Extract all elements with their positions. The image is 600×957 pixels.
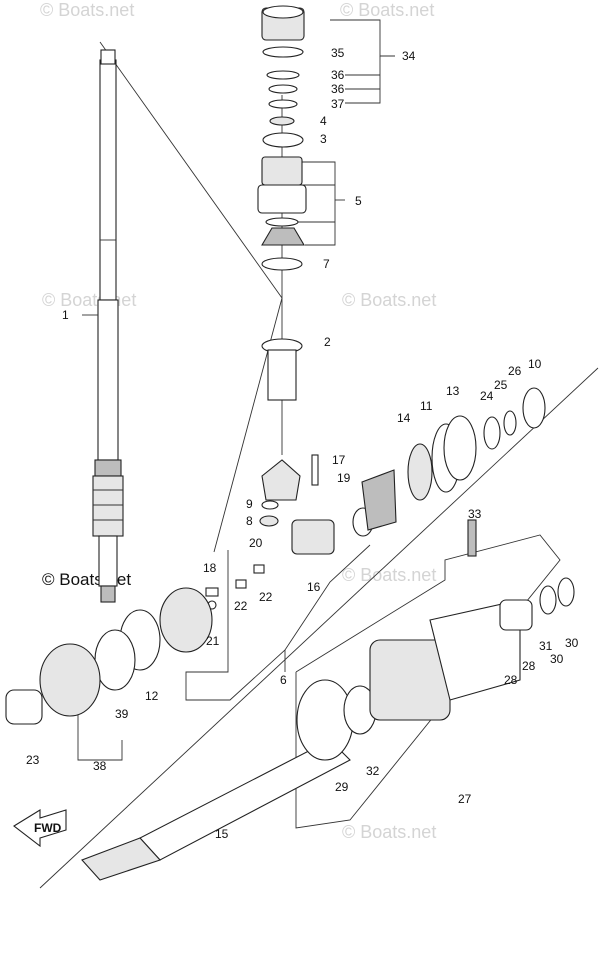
callout-26: 26 xyxy=(508,364,522,378)
drive-shaft xyxy=(82,49,124,603)
callout-28: 28 xyxy=(522,659,536,673)
callout-32: 32 xyxy=(366,764,380,778)
forward-direction-arrow: FWD xyxy=(13,809,67,848)
callout-12: 12 xyxy=(145,689,159,703)
callout-38: 38 xyxy=(93,759,107,773)
callout-28: 28 xyxy=(504,673,518,687)
callout-16: 16 xyxy=(307,580,321,594)
callout-9: 9 xyxy=(246,497,253,511)
callout-10: 10 xyxy=(528,357,542,371)
watermark: © Boats.net xyxy=(342,822,437,842)
sleeve xyxy=(261,338,303,401)
pinion-clutch-group xyxy=(205,454,397,610)
callout-20: 20 xyxy=(249,536,263,550)
watermark: © Boats.net xyxy=(40,0,135,20)
callout-8: 8 xyxy=(246,514,253,528)
watermark: © Boats.net xyxy=(342,290,437,310)
callout-14: 14 xyxy=(397,411,411,425)
forward-gear-rings xyxy=(407,387,546,501)
reverse-gear-group xyxy=(5,587,213,725)
callout-13: 13 xyxy=(446,384,460,398)
callout-36: 36 xyxy=(331,68,345,82)
callout-25: 25 xyxy=(494,378,508,392)
callout-11: 11 xyxy=(420,399,433,413)
callout-24: 24 xyxy=(480,389,494,403)
callout-1: 1 xyxy=(62,308,69,322)
callout-21: 21 xyxy=(206,634,220,648)
callout-33: 33 xyxy=(468,507,482,521)
callout-7: 7 xyxy=(323,257,330,271)
callout-22: 22 xyxy=(234,599,248,613)
callout-labels: 1 2 3 4 5 6 7 8 9 10 11 12 13 14 15 16 1… xyxy=(26,46,579,841)
callout-4: 4 xyxy=(320,114,327,128)
callout-37: 37 xyxy=(331,97,345,111)
callout-18: 18 xyxy=(203,561,217,575)
callout-22: 22 xyxy=(259,590,273,604)
callout-34: 34 xyxy=(402,49,416,63)
callout-19: 19 xyxy=(337,471,351,485)
watermark: © Boats.net xyxy=(340,0,435,20)
callout-35: 35 xyxy=(331,46,345,60)
callout-30: 30 xyxy=(565,636,579,650)
callout-36: 36 xyxy=(331,82,345,96)
callout-39: 39 xyxy=(115,707,129,721)
upper-bearing-stack xyxy=(257,5,307,271)
callout-3: 3 xyxy=(320,132,327,146)
callout-23: 23 xyxy=(26,753,40,767)
propeller-shaft xyxy=(81,739,351,881)
callout-5: 5 xyxy=(355,194,362,208)
callout-6: 6 xyxy=(280,673,287,687)
callout-30: 30 xyxy=(550,652,564,666)
watermark: © Boats.net xyxy=(342,565,437,585)
callout-17: 17 xyxy=(332,453,346,467)
callout-2: 2 xyxy=(324,335,331,349)
gear-case-cap xyxy=(296,519,575,761)
callout-31: 31 xyxy=(539,639,553,653)
callout-29: 29 xyxy=(335,780,349,794)
callout-15: 15 xyxy=(215,827,229,841)
fwd-label: FWD xyxy=(34,821,62,835)
callout-27: 27 xyxy=(458,792,472,806)
